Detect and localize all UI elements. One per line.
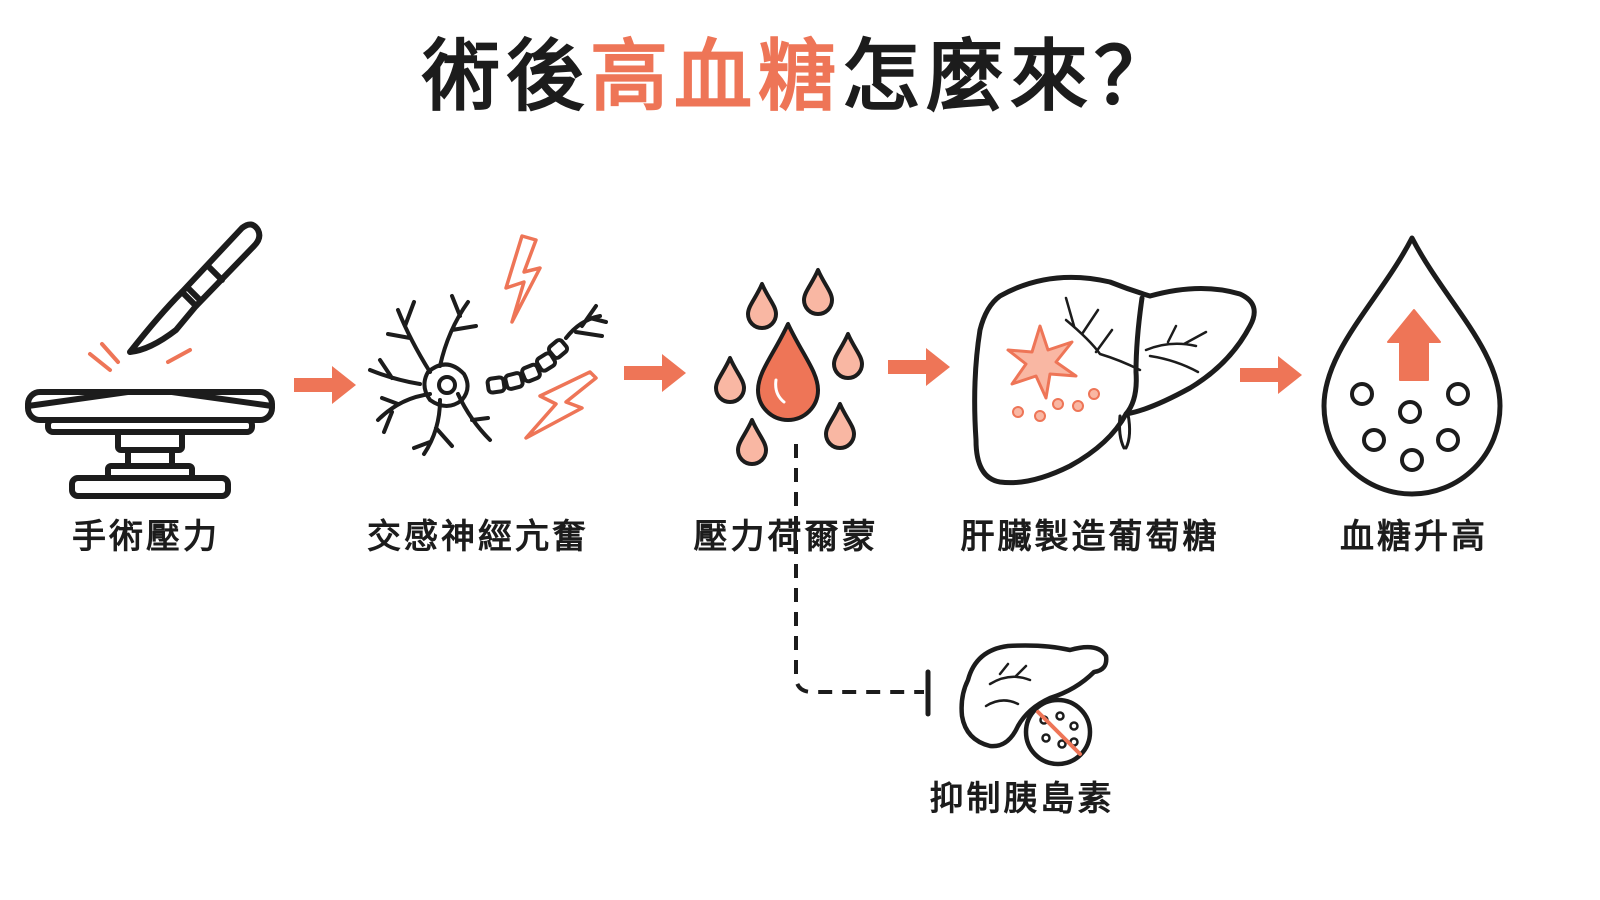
arrow-4 bbox=[1240, 356, 1302, 394]
title-prefix: 術後 bbox=[421, 32, 590, 122]
step-label-stress-hormone: 壓力荷爾蒙 bbox=[693, 517, 879, 557]
blood-sugar-drop-icon bbox=[1321, 235, 1503, 497]
step-label-sympathetic: 交感神經亢奮 bbox=[367, 517, 589, 557]
pancreas-icon bbox=[959, 643, 1109, 767]
surgery-table-icon bbox=[25, 221, 275, 499]
step-label-liver-glucose: 肝臟製造葡萄糖 bbox=[960, 517, 1220, 557]
step-label-high-blood-sugar: 血糖升高 bbox=[1340, 517, 1488, 557]
neuron-icon bbox=[368, 234, 608, 456]
branch-label-inhibit-insulin: 抑制胰島素 bbox=[929, 779, 1115, 819]
title-suffix: 怎麼來？ bbox=[842, 32, 1179, 122]
title-highlight: 高血糖 bbox=[589, 32, 842, 122]
step-label-surgical-stress: 手術壓力 bbox=[72, 517, 220, 557]
inhibition-connector bbox=[794, 444, 924, 694]
page-title: 術後高血糖怎麼來？ bbox=[0, 38, 1600, 116]
arrow-3 bbox=[888, 348, 950, 386]
arrow-2 bbox=[624, 354, 686, 392]
arrow-1 bbox=[294, 366, 356, 404]
hormone-drops-icon bbox=[714, 268, 864, 466]
liver-icon bbox=[972, 274, 1257, 486]
